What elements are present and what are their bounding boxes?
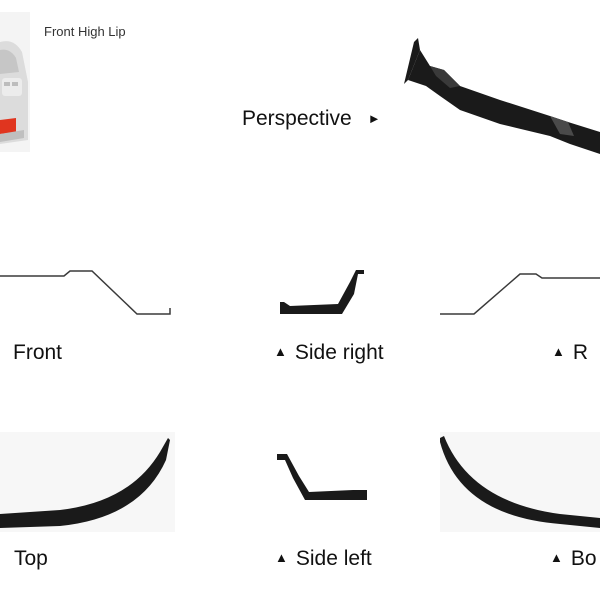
label-side-right: ▲ Side right (274, 342, 384, 363)
label-side-left-text: Side left (295, 547, 372, 570)
car-thumbnail (0, 12, 30, 152)
product-title: Front High Lip (44, 24, 126, 39)
label-top: Top (14, 547, 48, 570)
car-front-image (0, 12, 30, 152)
label-rear-text: R (572, 341, 589, 364)
side-left-profile (277, 454, 367, 500)
label-side-right-text: Side right (294, 341, 384, 364)
lip-highlight (0, 118, 16, 134)
arrow-right-icon: ► (367, 111, 381, 126)
perspective-lip-render (404, 38, 600, 154)
label-perspective: Perspective ► (242, 108, 381, 129)
front-view-outline (0, 270, 171, 315)
label-side-left: ▲ Side left (275, 548, 372, 569)
label-front: Front (13, 341, 63, 364)
arrow-up-icon: ▲ (552, 344, 565, 359)
label-bottom: ▲ Bo (550, 548, 597, 569)
label-bottom-text: Bo (570, 547, 597, 570)
arrow-up-icon: ▲ (550, 550, 563, 565)
label-perspective-text: Perspective (242, 107, 352, 130)
arrow-up-icon: ▲ (274, 344, 287, 359)
arrow-up-icon: ▲ (275, 550, 288, 565)
top-view-lip (0, 432, 175, 532)
label-rear: ▲R (552, 342, 588, 363)
rear-view-outline (440, 273, 600, 315)
bottom-view-lip (440, 432, 600, 532)
side-right-profile (280, 270, 364, 314)
